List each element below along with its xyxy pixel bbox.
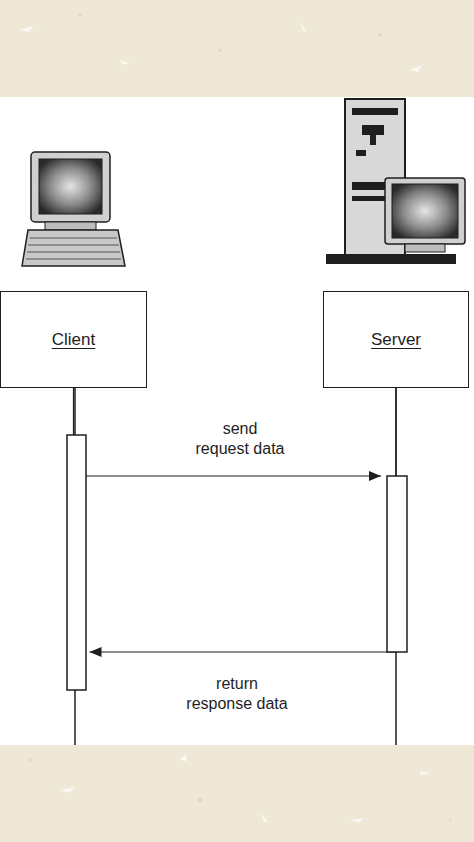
- lifeline-box: Server: [323, 291, 469, 388]
- lifeline-box: Client: [0, 291, 147, 388]
- message-arrow: [90, 388, 397, 652]
- activation-bar: [387, 476, 407, 652]
- paper-band: [0, 745, 474, 842]
- message-label: send request data: [196, 419, 285, 459]
- activation-bar: [67, 435, 86, 690]
- participant-name: Client: [52, 330, 95, 350]
- message-label: return response data: [186, 674, 287, 714]
- paper-speckle: [20, 20, 430, 823]
- client-computer: [22, 152, 125, 266]
- message-arrow: [74, 388, 382, 476]
- server-computer: [326, 99, 465, 264]
- participant-name: Server: [371, 330, 421, 350]
- paper-band: [0, 0, 474, 97]
- paper-speckle: [29, 13, 452, 822]
